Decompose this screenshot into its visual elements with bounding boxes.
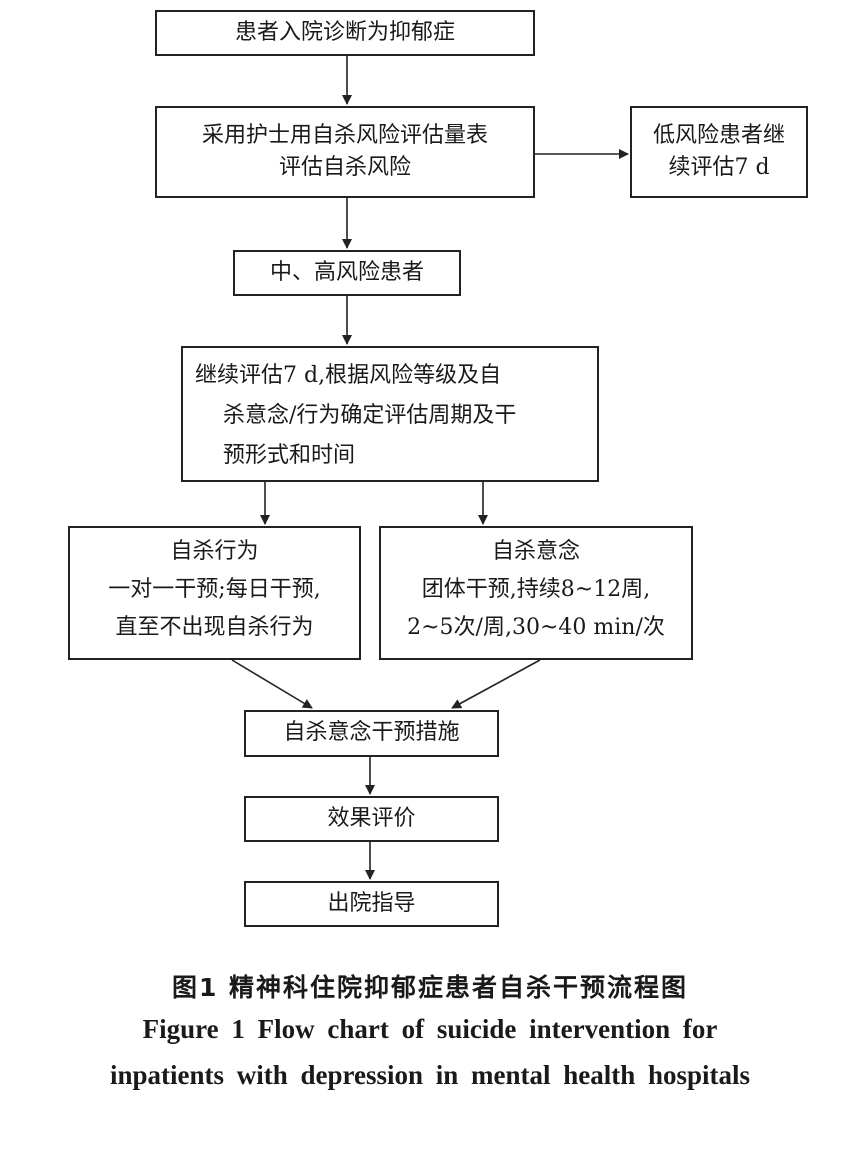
node-intervention-measures: 自杀意念干预措施 xyxy=(244,710,499,757)
node-low-risk-line-1: 低风险患者继 xyxy=(652,123,785,148)
node-behavior-title: 自杀行为 xyxy=(170,539,259,564)
node-continue-line-3: 预形式和时间 xyxy=(223,443,356,468)
node-admission-text: 患者入院诊断为抑郁症 xyxy=(234,20,455,45)
node-continue-line-1: 继续评估7 d,根据风险等级及自 xyxy=(195,363,502,388)
figure-caption-zh: 图1 精神科住院抑郁症患者自杀干预流程图 xyxy=(171,973,689,1002)
node-low-risk-line-2: 续评估7 d xyxy=(668,155,770,180)
node-measures-text: 自杀意念干预措施 xyxy=(283,720,460,745)
arrow-ideation-to-measures xyxy=(451,659,541,709)
node-behavior-line-1: 一对一干预;每日干预, xyxy=(108,577,321,602)
node-effect-evaluation: 效果评价 xyxy=(244,796,499,842)
node-assess-line-1: 采用护士用自杀风险评估量表 xyxy=(201,123,488,148)
node-ideation-title: 自杀意念 xyxy=(491,539,580,564)
node-discharge-guidance: 出院指导 xyxy=(244,881,499,927)
node-assess-line-2: 评估自杀风险 xyxy=(278,155,411,180)
node-low-risk: 低风险患者继 续评估7 d xyxy=(630,106,808,198)
node-suicide-behavior: 自杀行为 一对一干预;每日干预, 直至不出现自杀行为 xyxy=(68,526,361,660)
node-continue-line-2: 杀意念/行为确定评估周期及干 xyxy=(223,403,517,428)
node-suicide-ideation: 自杀意念 团体干预,持续8~12周, 2~5次/周,30~40 min/次 xyxy=(379,526,693,660)
arrow-behavior-to-measures xyxy=(231,659,313,709)
node-behavior-line-2: 直至不出现自杀行为 xyxy=(115,615,314,640)
node-ideation-line-2: 2~5次/周,30~40 min/次 xyxy=(407,615,665,640)
node-assess: 采用护士用自杀风险评估量表 评估自杀风险 xyxy=(155,106,535,198)
node-ideation-line-1: 团体干预,持续8~12周, xyxy=(421,577,651,602)
figure-caption-en-line-2: inpatients with depression in mental hea… xyxy=(109,1060,751,1090)
node-mid-high-risk: 中、高风险患者 xyxy=(233,250,461,296)
node-admission: 患者入院诊断为抑郁症 xyxy=(155,10,535,56)
node-evaluation-text: 效果评价 xyxy=(327,806,416,831)
node-continue-assessment: 继续评估7 d,根据风险等级及自 杀意念/行为确定评估周期及干 预形式和时间 xyxy=(181,346,599,482)
node-mid-high-risk-text: 中、高风险患者 xyxy=(269,260,424,285)
node-discharge-text: 出院指导 xyxy=(327,891,416,916)
figure-caption-en-line-1: Figure 1 Flow chart of suicide intervent… xyxy=(142,1014,718,1044)
